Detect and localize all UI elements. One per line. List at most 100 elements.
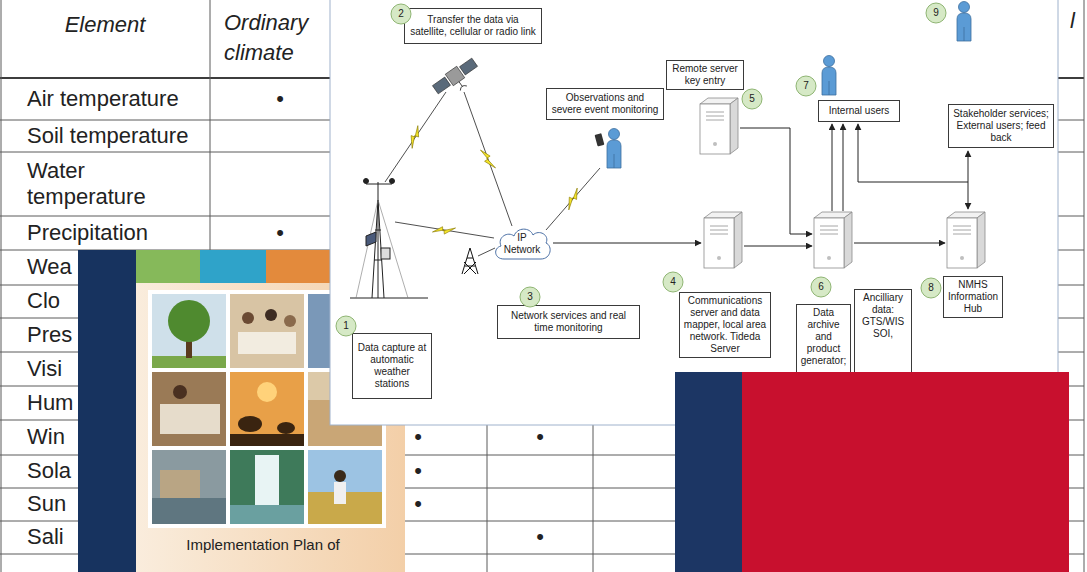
photo-ground [152,372,226,446]
waterfall-pool [230,505,304,524]
callout-number: 4 [670,271,676,293]
process-box: Data capture at automatic weather statio… [352,333,432,399]
table-dot-slot: • [520,524,560,550]
wireless-link [464,92,512,226]
photo-waterfall [230,450,304,524]
table-dot: • [520,424,560,450]
data-flow-arrows [553,124,968,246]
number-circle: 5 [741,88,763,110]
station-guy-lines [356,200,408,298]
table-dot-slot: • [260,220,300,246]
weather-station [350,179,428,299]
column-heading-slot: l [1070,8,1082,34]
report-cover-blue [675,372,742,572]
lightning-bolt [406,126,425,149]
satellite-icon [431,57,483,103]
photo-tree [152,294,226,368]
satellite-panel [460,58,478,75]
circle-shape [921,278,941,298]
flow-arrow [858,124,859,182]
satellite-dish [456,79,467,90]
number-circle: 8 [920,277,942,299]
process-box: Ancilliary data: GTS/WIS SOI, [854,289,912,384]
satellite-panel [432,77,450,94]
flood-water [152,498,226,524]
station-logger-box [381,248,390,259]
table-dot: • [260,220,300,246]
meeting-head [265,309,277,321]
lightning-bolt [432,224,455,236]
callout-number: 1 [343,315,349,337]
flow-arrow [744,246,812,247]
callout-number: 3 [527,286,533,308]
external-user [957,2,971,42]
callout-number: 5 [749,88,755,110]
radio-antenna [462,248,478,274]
number-circle: 3 [519,286,541,308]
communications-server [704,212,742,268]
row-label-slot: Soil temperature [27,123,202,149]
cover-spine-strip [78,250,136,572]
column-heading: l [1070,8,1082,34]
photo-meeting [230,294,304,368]
column-heading: Element [0,12,210,38]
row-label-slot: Air temperature [27,86,202,112]
node-text: NMHS Information Hub [947,279,999,315]
photo-ground [230,450,304,524]
node-text: Remote server key entry [670,63,740,87]
circle-shape [742,89,762,109]
photo-sky [230,372,304,446]
waterfall-stream [255,455,279,507]
wireless-link [478,248,495,256]
lightning-bolt [563,188,583,210]
station-base [350,298,428,299]
node-text: Ancilliary data: GTS/WIS SOI, [858,292,908,340]
archive-server [814,212,852,268]
photo-dishes-sunset [230,372,304,446]
mobile-phone [595,133,605,146]
circle-shape [811,277,831,297]
node-text: Observations and severe event monitoring [550,92,660,116]
flow-arrow [740,128,812,234]
table-dot: • [520,524,560,550]
process-box: Communications server and data mapper, l… [679,292,771,358]
callout-number: 6 [818,276,824,298]
wireless-link [385,92,446,182]
process-box: Remote server key entry [666,60,744,90]
lightning-bolt [480,147,495,170]
internal-user [822,56,836,96]
antenna-lattice [462,248,478,274]
wireless-link [546,168,600,230]
node-text: Communications server and data mapper, l… [683,295,767,355]
circle-shape [663,272,683,292]
cover-green-band [136,250,200,283]
node-text: Data capture at automatic weather statio… [356,342,428,390]
row-label: Water temperature [27,158,202,210]
number-circle: 9 [925,2,947,24]
callout-number: 7 [803,75,809,97]
photo-flood [152,450,226,524]
meeting-table [238,332,296,354]
node-text: Stakeholder services; External users; fe… [952,108,1050,144]
table-dot-slot: • [520,424,560,450]
flow-arrow [843,124,844,211]
information-hub-server [947,212,985,268]
process-box: NMHS Information Hub [943,276,1003,318]
flow-arrow [854,243,945,244]
column-heading: Ordinary climate [224,8,328,68]
anemometer-cup [364,179,369,184]
node-text: IP Network [502,232,542,256]
field-observer [607,129,621,169]
process-box: Internal users [818,100,900,122]
cover-blue-band [200,250,266,283]
number-circle: 6 [810,276,832,298]
number-circle: 4 [662,271,684,293]
process-box: Observations and severe event monitoring [546,88,664,120]
callout-number: 9 [933,2,939,24]
circle-shape [796,76,816,96]
cloud-shape [496,229,550,259]
row-label-slot: Water temperature [27,158,202,210]
